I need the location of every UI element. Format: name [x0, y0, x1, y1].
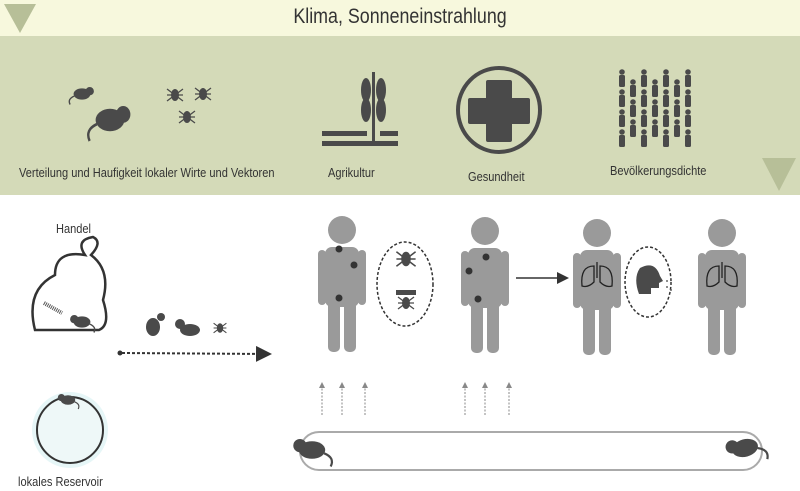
- reservoir-label: lokales Reservoir: [18, 474, 103, 489]
- collapse-triangle-bottom[interactable]: [762, 158, 796, 191]
- crowd-person: [674, 99, 680, 117]
- upward-transmission-arrows: [319, 382, 512, 415]
- health-cross-icon: [456, 66, 542, 154]
- factor-label-agriculture: Agrikultur: [328, 165, 375, 180]
- wheat-icon: [322, 72, 398, 146]
- factor-label-hosts-vectors: Verteilung und Haufigkeit lokaler Wirte …: [19, 165, 275, 180]
- coughing-head-icon: [636, 265, 672, 294]
- crowd-icon: [619, 69, 691, 147]
- crowd-person: [619, 129, 625, 147]
- crowd-person: [685, 129, 691, 147]
- crowd-person: [663, 69, 669, 87]
- person-pneumonic-2: [698, 219, 746, 355]
- person-pneumonic-1: [573, 219, 621, 355]
- rodents-and-insects-icon: [68, 86, 212, 143]
- crowd-person: [619, 109, 625, 127]
- rodent-cycle-track: [299, 431, 763, 471]
- title-band: [0, 0, 800, 36]
- trade-label: Handel: [56, 221, 92, 236]
- crowd-person: [630, 79, 636, 97]
- flea-icon: [395, 251, 417, 267]
- crowd-person: [685, 89, 691, 107]
- crowd-person: [685, 109, 691, 127]
- crowd-person: [630, 99, 636, 117]
- comb-icon: [396, 290, 416, 295]
- reservoir-circle: [36, 396, 104, 464]
- crowd-person: [641, 129, 647, 147]
- crowd-person: [652, 99, 658, 117]
- page-title: Klima, Sonneneinstrahlung: [293, 5, 507, 28]
- vector-circle: [376, 241, 434, 327]
- crowd-person: [663, 89, 669, 107]
- crowd-person: [674, 119, 680, 137]
- person-flea-bitten-1: [318, 216, 366, 352]
- crowd-person: [663, 129, 669, 147]
- trade-route-arrow: [121, 345, 272, 362]
- collapse-triangle-top[interactable]: [4, 4, 36, 33]
- bacteria-icon: [43, 301, 63, 315]
- crowd-person: [619, 69, 625, 87]
- person-flea-bitten-2: [461, 217, 509, 353]
- crowd-person: [641, 69, 647, 87]
- crowd-person: [652, 79, 658, 97]
- crowd-person: [641, 109, 647, 127]
- crowd-person: [674, 79, 680, 97]
- transported-animals-icons: [146, 313, 227, 336]
- crowd-person: [630, 119, 636, 137]
- crowd-person: [663, 109, 669, 127]
- crowd-person: [641, 89, 647, 107]
- crowd-person: [619, 89, 625, 107]
- louse-icon: [397, 296, 415, 310]
- factor-label-health: Gesundheit: [468, 169, 525, 184]
- crowd-person: [685, 69, 691, 87]
- crowd-person: [652, 119, 658, 137]
- factor-label-population-density: Bevölkerungsdichte: [610, 163, 707, 178]
- trade-sack-icon: [31, 235, 108, 332]
- buboes: [335, 245, 490, 303]
